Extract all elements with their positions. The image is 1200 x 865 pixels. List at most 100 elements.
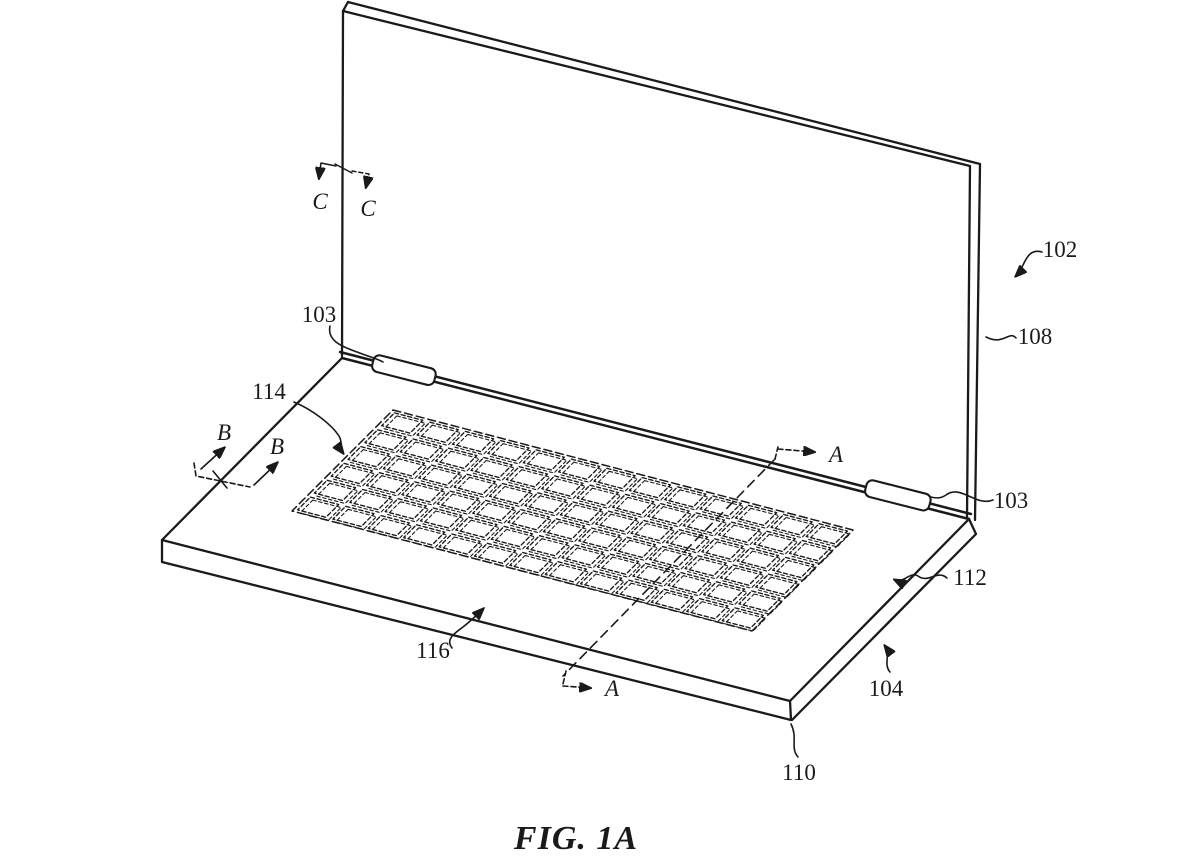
keyboard-key-outline — [438, 533, 481, 555]
keyboard-key-outline — [384, 498, 427, 520]
keyboard-key-outline — [701, 538, 744, 560]
keyboard-key-outline — [724, 610, 767, 632]
leader-103-right — [930, 491, 994, 503]
keyboard-key-outline — [545, 521, 588, 543]
leader-104 — [885, 646, 890, 673]
keyboard-key-outline — [347, 445, 390, 468]
leader-102 — [1016, 250, 1043, 276]
keyboard-key-outline — [757, 576, 800, 598]
keyboard-key-outline — [808, 526, 851, 548]
hinge-barrels — [371, 354, 932, 512]
base-right-face — [790, 517, 978, 722]
keyboard-key-outline — [418, 424, 462, 446]
keyboard-key-outline — [613, 536, 657, 559]
keyboard-key-outline — [734, 504, 778, 527]
keyboard-key-outline — [440, 536, 484, 558]
keyboard-key-outline — [595, 510, 638, 533]
section-labels: C C B B A A — [217, 189, 844, 701]
keyboard-key-outline — [722, 567, 765, 589]
keyboard-key-outline — [634, 565, 677, 588]
keyboard-key-outline — [420, 467, 463, 489]
keyboard-key-outline — [688, 601, 731, 623]
keyboard-key-outline — [705, 584, 748, 606]
keyboard-key-outline — [405, 527, 448, 549]
keyboard-key-outline — [349, 488, 392, 511]
keyboard-key-outline — [402, 441, 445, 463]
keyboard-key-outline — [578, 527, 621, 549]
keyboard-key-outline — [524, 492, 567, 514]
base-housing-outline — [160, 356, 978, 722]
keyboard-key-outline — [647, 502, 690, 525]
keyboard-key-outline — [682, 512, 726, 534]
keyboard-key-outline — [653, 591, 696, 614]
keyboard-key-outline — [526, 495, 570, 517]
keyboard-key-outline — [399, 438, 443, 460]
ref-label-116: 116 — [416, 638, 450, 663]
keyboard-key-outline — [595, 470, 639, 493]
keyboard-key-outline — [472, 499, 515, 522]
hinge-barrel-left — [371, 354, 437, 387]
keyboard-key-outline — [665, 529, 709, 551]
ref-label-103-left: 103 — [302, 302, 337, 327]
figure-caption: FIG. 1A — [513, 820, 638, 857]
keyboard-key-outline — [439, 493, 482, 515]
ref-label-114: 114 — [252, 379, 286, 404]
section-c-tick — [334, 163, 353, 174]
keyboard-key-outline — [383, 415, 426, 437]
keyboard-key-outline — [522, 449, 566, 471]
keyboard-key-outline — [703, 541, 746, 563]
keyboard-key-outline — [525, 452, 568, 474]
leader-112 — [895, 574, 948, 581]
keyboard-key-outline — [774, 559, 817, 582]
section-b-tick — [212, 470, 228, 489]
ref-label-102: 102 — [1043, 237, 1078, 262]
section-label-c-left: C — [312, 189, 328, 214]
leader-114 — [293, 401, 343, 453]
section-b-bracket — [193, 462, 251, 488]
keyboard-key-outline — [611, 493, 655, 516]
keyboard-key-outline — [451, 430, 495, 453]
keyboard-key-outline — [544, 561, 588, 583]
keyboard-key-outline — [580, 530, 623, 552]
keyboard-key-outline — [617, 582, 661, 604]
keyboard-key-outline — [488, 482, 532, 505]
keyboard-key-outline — [476, 545, 519, 567]
keyboard-key-outline — [490, 525, 534, 548]
keyboard-key-outline — [615, 579, 658, 602]
keyboard-key-outline — [455, 516, 498, 539]
keyboard-key-outline — [509, 512, 553, 534]
keyboard-key-outline — [686, 597, 729, 620]
keyboard-key-outline — [316, 482, 359, 505]
keyboard-key-outline — [349, 449, 393, 471]
keyboard-key-outline — [721, 607, 764, 629]
section-marker-c — [319, 162, 369, 187]
reference-labels: 102 108 103 112 104 110 116 103 114 — [252, 237, 1077, 785]
keyboard-key-outline — [370, 518, 413, 540]
keyboard-key-outline — [649, 506, 693, 528]
keyboard-key-outline — [419, 507, 463, 529]
keyboard-key-outline — [457, 519, 500, 541]
keyboard-key-outline — [351, 491, 394, 514]
keyboard-key-outline — [472, 459, 516, 482]
keyboard-key-outline — [593, 467, 636, 490]
keyboard-key-outline — [562, 504, 605, 526]
keyboard-key-outline — [599, 556, 642, 578]
keyboard-key-outline — [543, 478, 586, 500]
ref-label-112: 112 — [953, 565, 987, 590]
keyboard-key-outline — [364, 429, 407, 451]
keyboard-key-outline — [507, 508, 550, 531]
section-marker-b — [193, 448, 277, 489]
leader-103-left — [328, 325, 384, 363]
keyboard-key-outline — [403, 484, 447, 506]
keyboard-key-outline — [755, 533, 799, 556]
keyboard-key-outline — [456, 476, 499, 499]
base-front-face — [160, 538, 793, 722]
section-a-bottom-bracket — [562, 670, 567, 685]
keyboard-key-outline — [403, 524, 446, 546]
keyboard-key-outline — [436, 490, 480, 512]
keyboard-key-outline — [788, 539, 832, 562]
section-b-lower-arrow — [253, 463, 277, 486]
keyboard-key-outline — [596, 553, 640, 575]
keyboard-key-outline — [508, 469, 551, 491]
